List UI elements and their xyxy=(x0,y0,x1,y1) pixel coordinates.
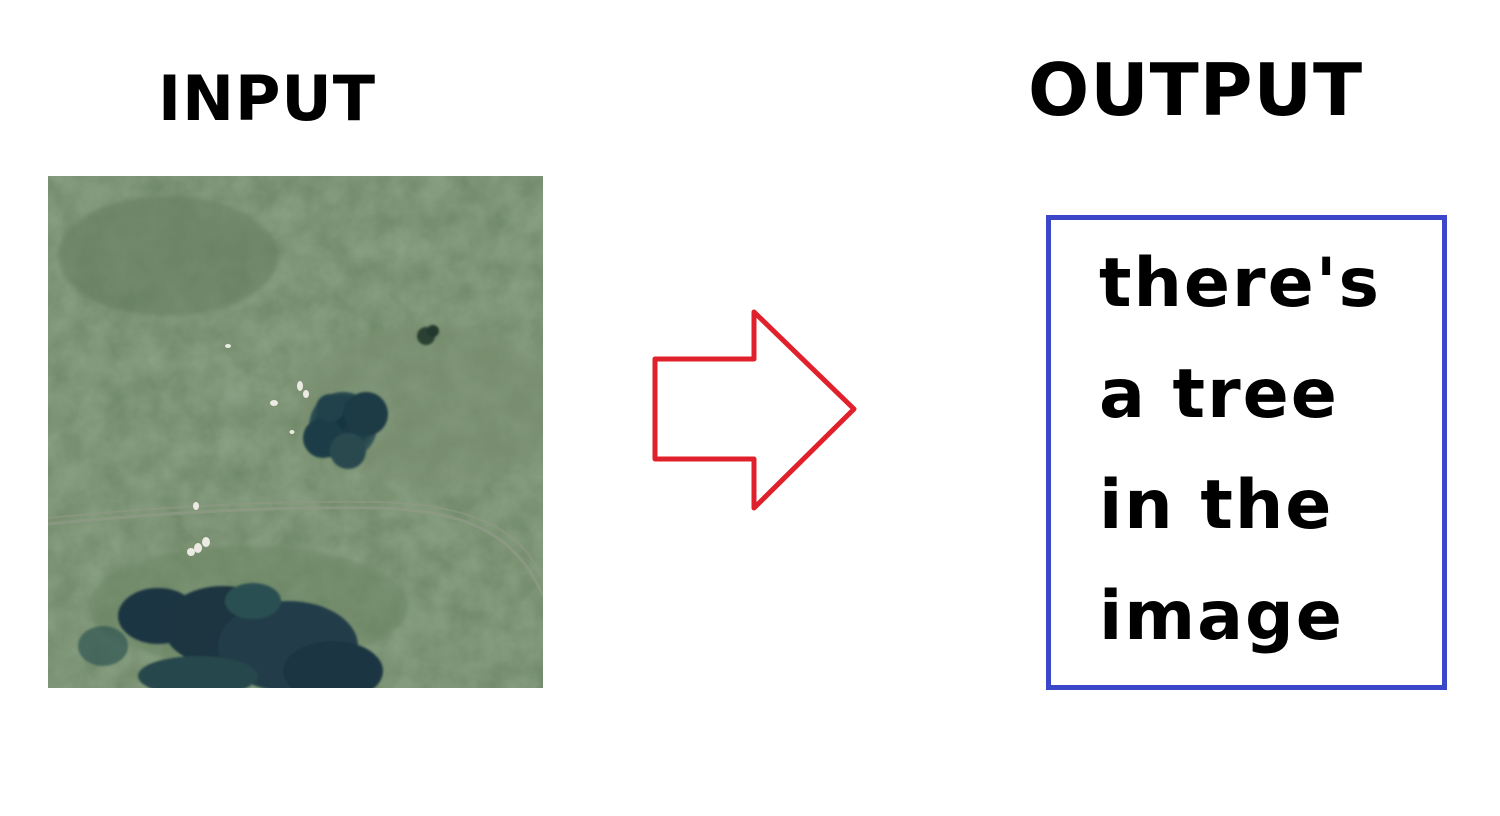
satellite-image xyxy=(48,176,543,688)
output-line: in the xyxy=(1099,466,1334,545)
output-line: image xyxy=(1099,577,1344,656)
output-text: there's a tree in the image xyxy=(1099,228,1381,672)
output-heading: OUTPUT xyxy=(1028,48,1364,132)
output-line: there's xyxy=(1099,244,1381,323)
output-line: a tree xyxy=(1099,355,1339,434)
input-heading: INPUT xyxy=(158,62,377,135)
tree xyxy=(303,392,388,469)
sheep xyxy=(187,344,309,556)
dirt-path xyxy=(48,506,543,597)
output-box: there's a tree in the image xyxy=(1046,215,1447,690)
tree-cluster xyxy=(78,583,383,688)
small-bush xyxy=(417,325,439,345)
right-arrow-icon xyxy=(652,309,857,511)
